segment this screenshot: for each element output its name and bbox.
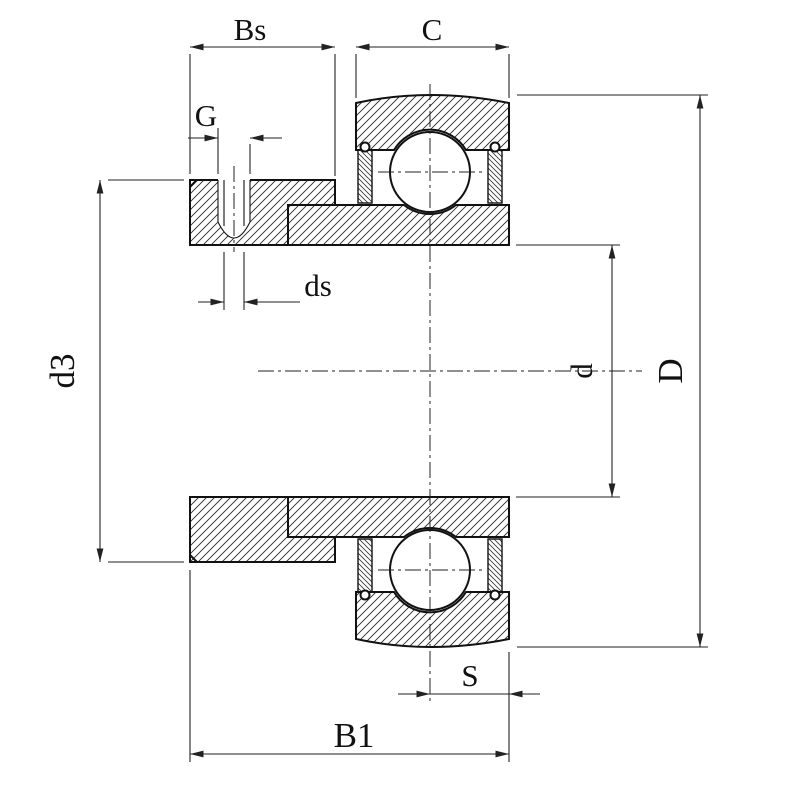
screw-hole-bottom-arc [217,221,251,239]
seal-top-left [357,149,373,204]
inner-ring-bottom-section [287,496,510,538]
seal-bead-bottom-right [489,589,501,601]
dim-label-ds: ds [304,268,332,303]
seals [357,141,503,601]
dim-label-b1: B1 [334,716,375,755]
outer-ring-bottom-section [355,591,510,648]
collar-chamfer-top [189,179,198,188]
dim-label-g: G [195,98,217,133]
seal-bottom-left [357,538,373,593]
collar-chamfer-bottom [189,554,198,563]
inner-ring-top-section [287,204,510,246]
dimensions: Bs C G d3 ds d D [43,12,708,762]
dim-label-bs: Bs [234,12,267,47]
seal-bead-top-right [489,141,501,153]
seal-bead-top-left [359,141,371,153]
dim-label-d3: d3 [43,354,82,389]
seal-top-right [487,149,503,204]
seal-bottom-right [487,538,503,593]
outer-ring-top-section [355,94,510,151]
dim-label-D: D [651,358,690,383]
centerlines [233,84,642,702]
dim-label-s: S [461,658,478,693]
dim-label-c: C [422,12,443,47]
seal-bead-bottom-left [359,589,371,601]
dim-label-d: d [564,363,599,379]
